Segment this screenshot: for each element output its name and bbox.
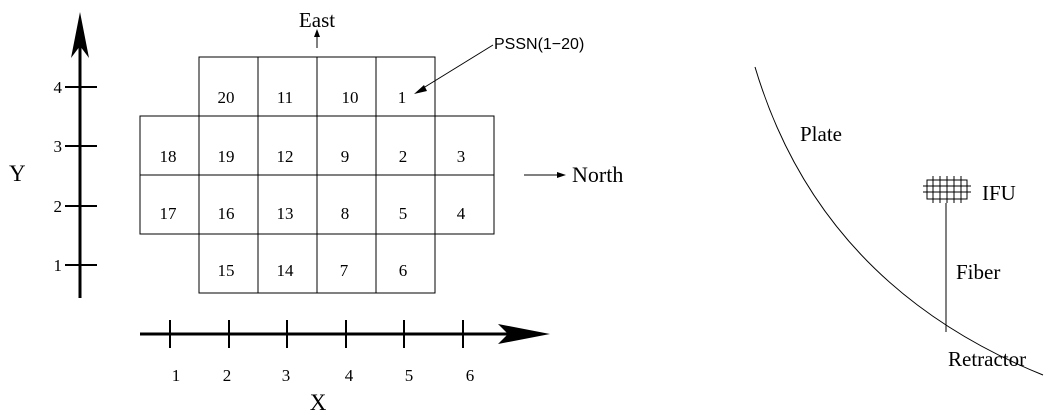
pssn-pointer-head xyxy=(414,85,427,94)
x-tick-label-4: 4 xyxy=(345,366,354,385)
grid-cell xyxy=(257,56,318,117)
grid-cell xyxy=(198,56,259,117)
grid-cell xyxy=(375,233,436,294)
grid-cell xyxy=(375,115,436,176)
pssn-grid: 20 11 10 1 18 19 12 9 2 3 17 16 13 8 5 4… xyxy=(139,56,495,294)
cell-label: 8 xyxy=(341,204,350,223)
grid-cell xyxy=(198,115,259,176)
cell-label: 18 xyxy=(160,147,177,166)
cell-label: 13 xyxy=(277,204,294,223)
x-tick-label-3: 3 xyxy=(282,366,291,385)
ifu-bundle-icon xyxy=(923,176,971,203)
cell-label: 17 xyxy=(160,204,178,223)
north-arrow-head xyxy=(557,172,566,178)
x-tick-label-2: 2 xyxy=(223,366,232,385)
cell-label: 5 xyxy=(399,204,408,223)
grid-cell xyxy=(257,115,318,176)
grid-cell xyxy=(316,56,377,117)
y-axis-arrowhead xyxy=(71,12,89,58)
fiber-label: Fiber xyxy=(956,260,1000,284)
plate-diagram: Plate IFU Fiber Retractor xyxy=(754,66,1044,376)
cell-label: 1 xyxy=(398,88,407,107)
cell-label: 20 xyxy=(218,88,235,107)
x-tick-label-5: 5 xyxy=(405,366,414,385)
x-tick-label-1: 1 xyxy=(172,366,181,385)
x-axis-arrowhead xyxy=(498,324,550,344)
cell-label: 9 xyxy=(341,147,350,166)
cell-label: 15 xyxy=(218,261,235,280)
y-tick-label-4: 4 xyxy=(54,78,63,97)
y-tick-label-2: 2 xyxy=(54,197,63,216)
cell-label: 12 xyxy=(277,147,294,166)
north-label: North xyxy=(572,162,623,187)
pssn-callout: PSSN(1−20) xyxy=(414,36,584,94)
cell-label: 16 xyxy=(218,204,235,223)
cell-label: 10 xyxy=(342,88,359,107)
east-label: East xyxy=(299,8,335,32)
cell-label: 7 xyxy=(340,261,349,280)
pssn-pointer-line xyxy=(419,44,494,91)
cell-label: 2 xyxy=(399,147,408,166)
cell-label: 14 xyxy=(277,261,295,280)
cell-label: 3 xyxy=(457,147,466,166)
east-indicator: East xyxy=(299,8,335,48)
ifu-label: IFU xyxy=(982,181,1016,205)
cell-label: 6 xyxy=(399,261,408,280)
pssn-label: PSSN(1−20) xyxy=(494,36,584,53)
cell-label: 11 xyxy=(277,88,293,107)
plate-label: Plate xyxy=(800,122,842,146)
north-indicator: North xyxy=(524,162,623,187)
east-arrow-head xyxy=(314,29,320,37)
grid-cell xyxy=(316,115,377,176)
grid-cell xyxy=(434,115,495,176)
x-tick-label-6: 6 xyxy=(466,366,475,385)
retractor-label: Retractor xyxy=(948,347,1026,371)
y-axis: 4 3 2 1 Y xyxy=(9,12,97,298)
y-tick-label-1: 1 xyxy=(54,256,63,275)
y-tick-label-3: 3 xyxy=(54,137,63,156)
x-axis: 1 2 3 4 5 6 X xyxy=(140,320,550,415)
grid-cell xyxy=(139,115,200,176)
plate-curve xyxy=(754,66,1044,376)
y-axis-label: Y xyxy=(9,161,26,186)
cell-label: 4 xyxy=(457,204,466,223)
cell-label: 19 xyxy=(218,147,235,166)
grid-cell xyxy=(434,174,495,235)
x-axis-label: X xyxy=(310,390,327,415)
